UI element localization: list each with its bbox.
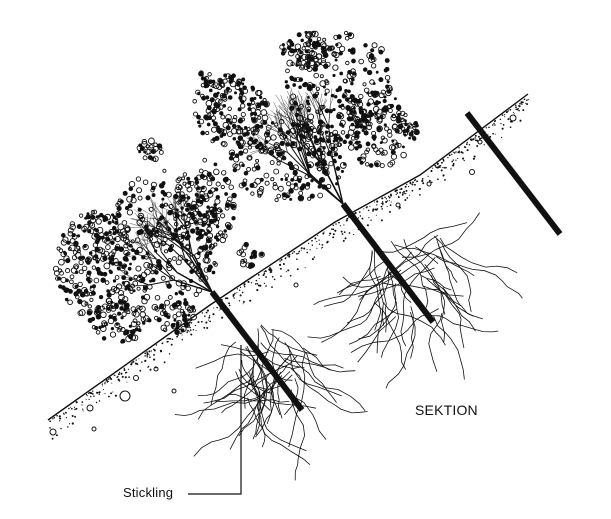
root-system-upper: [313, 212, 523, 389]
section-label: SEKTION: [415, 402, 478, 418]
cutting-stake-lower: [209, 290, 305, 412]
cutting-leader-line: [188, 345, 242, 495]
cutting-stake-upper: [340, 202, 436, 324]
shrub-foliage: [52, 30, 420, 344]
cutting-label: Stickling: [123, 485, 174, 500]
slope-surface-line: [47, 93, 529, 421]
cutting-stake-new: [464, 111, 563, 236]
